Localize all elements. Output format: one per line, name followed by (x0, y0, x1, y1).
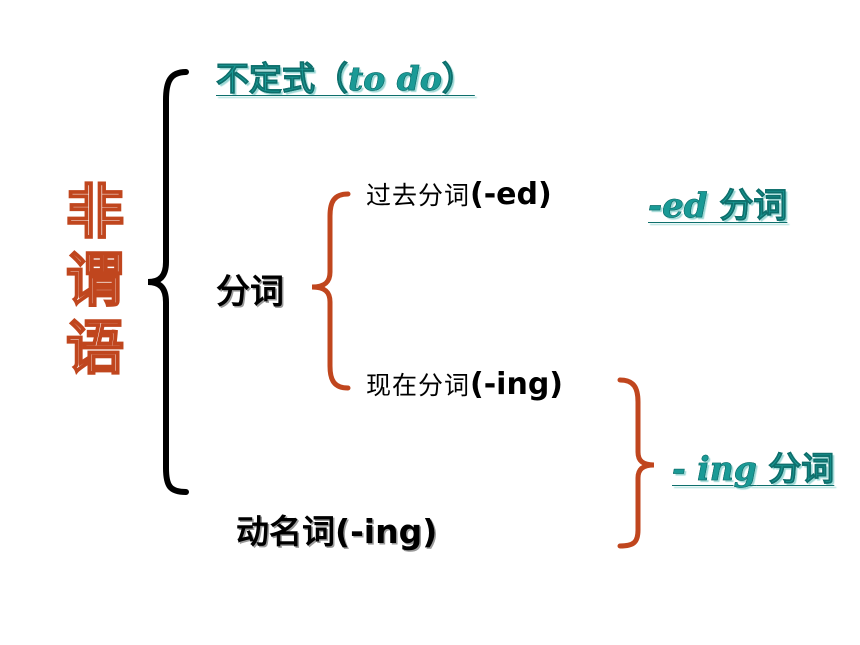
ing-form-suffix: 分词 (756, 449, 835, 489)
root-title: 非谓语 (65, 177, 125, 383)
infinitive-label: 不定式（to do） (216, 52, 475, 100)
ed-form-prefix: -ed (648, 186, 708, 227)
infinitive-open: （ (315, 59, 349, 99)
infinitive-cn: 不定式 (216, 59, 316, 99)
participle-brace (311, 191, 351, 391)
ed-form-label: -ed 分词 (648, 178, 788, 227)
past-participle-label: 过去分词(-ed) (366, 176, 552, 212)
main-brace (147, 69, 189, 495)
gerund-cn: 动名词 (236, 512, 335, 551)
ing-form-prefix: - ing (672, 449, 757, 489)
infinitive-close: ） (441, 59, 476, 99)
gerund-label: 动名词(-ing) (236, 505, 437, 553)
ing-brace (617, 377, 655, 549)
past-participle-en: (-ed) (470, 177, 552, 212)
present-participle-en: (-ing) (470, 367, 564, 402)
present-participle-label: 现在分词(-ing) (366, 366, 563, 402)
gerund-en: (-ing) (335, 512, 438, 551)
past-participle-cn: 过去分词 (366, 181, 471, 210)
present-participle-cn: 现在分词 (366, 371, 471, 400)
participle-label: 分词 (216, 272, 284, 312)
ing-form-label: - ing 分词 (672, 442, 835, 490)
infinitive-en: to do (348, 59, 442, 99)
ed-form-suffix: 分词 (707, 186, 788, 227)
